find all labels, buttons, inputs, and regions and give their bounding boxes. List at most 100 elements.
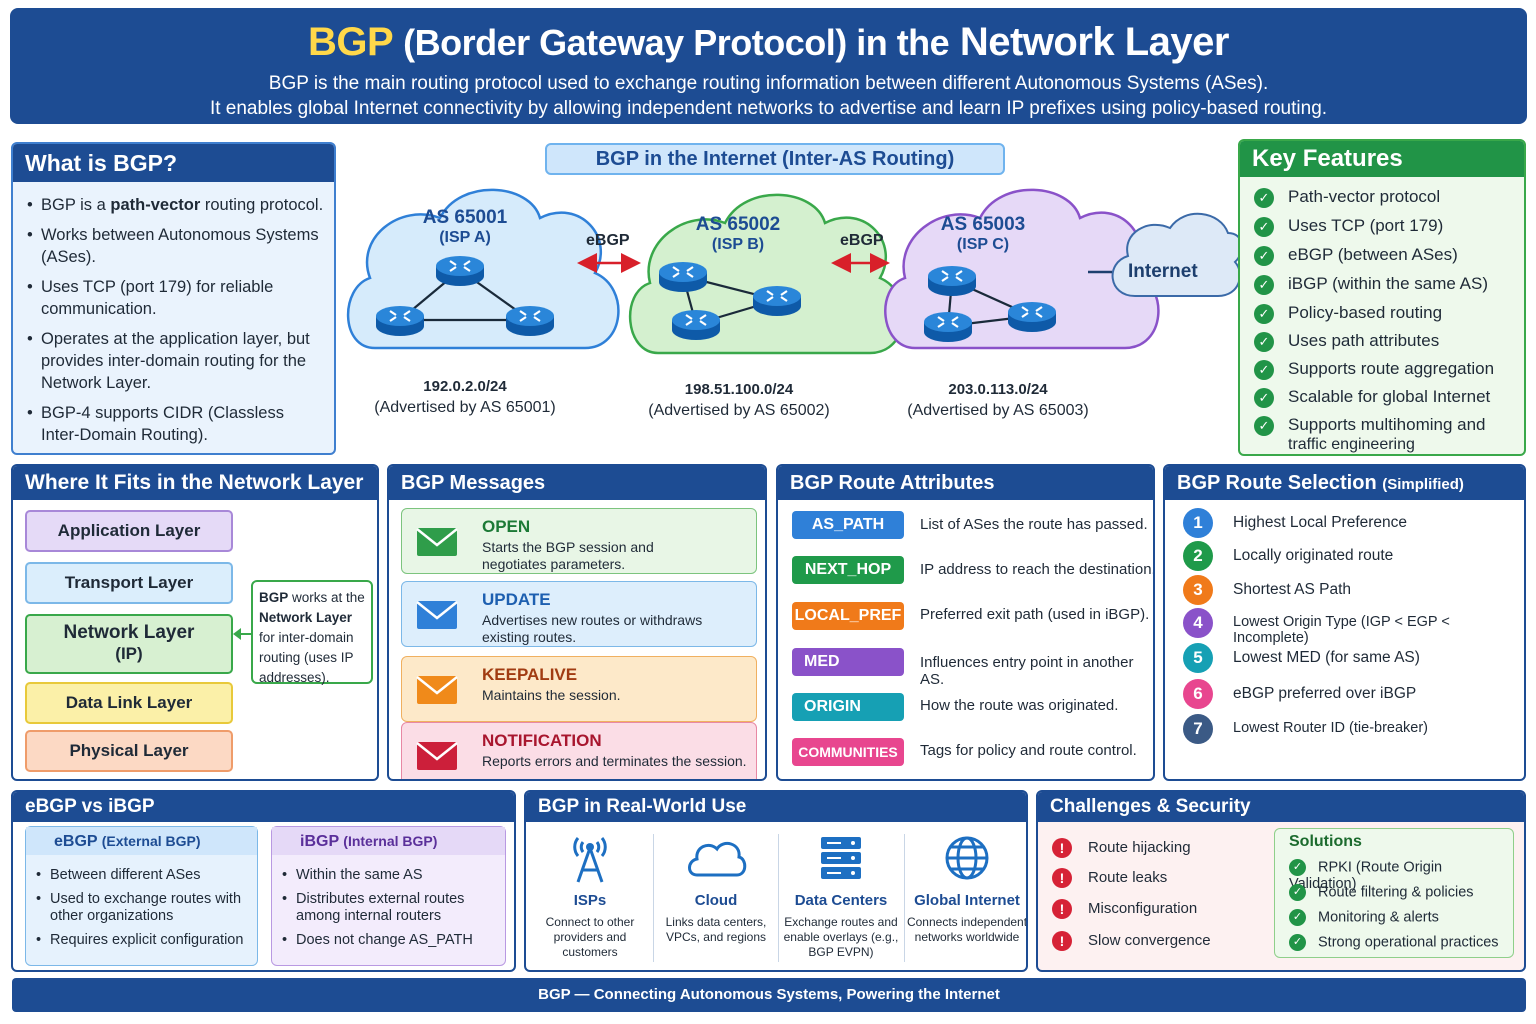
- what-is-item: BGP-4 supports CIDR (Classless Inter-Dom…: [27, 402, 324, 446]
- realworld-title: BGP in Real-World Use: [526, 792, 1026, 822]
- step-number: 7: [1183, 714, 1213, 744]
- step-number: 3: [1183, 575, 1213, 605]
- step-number: 6: [1183, 679, 1213, 709]
- solution-item: ✓Route filtering & policies: [1289, 884, 1474, 901]
- antenna-icon: [573, 837, 607, 883]
- key-features-panel: Key Features ✓Path-vector protocol ✓Uses…: [1238, 139, 1526, 456]
- key-features-title: Key Features: [1240, 141, 1524, 177]
- attr-med: MED: [792, 648, 904, 676]
- arrow-to-network-layer: [235, 633, 253, 635]
- step-text: Locally originated route: [1233, 547, 1394, 564]
- what-is-item: BGP is a path-vector routing protocol.: [27, 194, 324, 216]
- feature-item: ✓Scalable for global Internet: [1254, 387, 1490, 408]
- ebgp-item: Between different ASes: [26, 867, 257, 884]
- realworld-isps: ISPs Connect to other providers and cust…: [528, 830, 652, 960]
- check-icon: ✓: [1254, 245, 1274, 266]
- check-icon: ✓: [1254, 331, 1274, 352]
- ibgp-box: iBGP (Internal BGP) Within the same AS D…: [271, 826, 506, 966]
- check-icon: ✓: [1254, 303, 1274, 324]
- page-title: BGP (Border Gateway Protocol) in the Net…: [10, 20, 1527, 65]
- msg-notification: NOTIFICATION Reports errors and terminat…: [401, 722, 757, 779]
- attr-med-desc: Influences entry point in another AS.: [920, 654, 1134, 688]
- step-text: Lowest Router ID (tie-breaker): [1233, 720, 1429, 736]
- solution-item: ✓RPKI (Route Origin Validation): [1289, 859, 1443, 892]
- warning-icon: !: [1052, 868, 1072, 888]
- realworld-cloud: Cloud Links data centers, VPCs, and regi…: [654, 830, 778, 945]
- header-banner: BGP (Border Gateway Protocol) in the Net…: [10, 8, 1527, 124]
- cloud-icon: [688, 841, 747, 877]
- check-icon: ✓: [1289, 909, 1306, 926]
- title-bgp: BGP: [308, 20, 393, 64]
- solution-item: ✓Strong operational practices: [1289, 934, 1499, 951]
- feature-item: ✓Uses path attributes: [1254, 331, 1439, 352]
- what-is-item: Works between Autonomous Systems (ASes).: [27, 224, 324, 268]
- attr-local-pref-desc: Preferred exit path (used in iBGP).: [920, 606, 1150, 623]
- challenge-item: Slow convergence: [1088, 932, 1211, 949]
- warning-icon: !: [1052, 838, 1072, 858]
- challenge-item: Misconfiguration: [1088, 900, 1198, 917]
- globe-icon: [945, 836, 989, 880]
- step-text: Lowest MED (for same AS): [1233, 649, 1420, 666]
- transport-layer: Transport Layer: [25, 562, 233, 604]
- envelope-icon: [416, 742, 458, 770]
- feature-item: ✓iBGP (within the same AS): [1254, 274, 1488, 295]
- check-icon: ✓: [1289, 859, 1306, 876]
- as-65002-label: AS 65002(ISP B): [695, 214, 781, 253]
- ibgp-item: Within the same AS: [272, 867, 505, 884]
- internet-label: Internet: [1128, 261, 1198, 282]
- attr-next-hop-desc: IP address to reach the destination.: [920, 561, 1155, 578]
- msg-keepalive: KEEPALIVE Maintains the session.: [401, 656, 757, 722]
- check-icon: ✓: [1254, 415, 1274, 436]
- feature-item: ✓Path-vector protocol: [1254, 187, 1440, 208]
- what-is-item: Operates at the application layer, but p…: [27, 328, 324, 394]
- check-icon: ✓: [1254, 387, 1274, 408]
- attr-origin: ORIGIN: [792, 693, 904, 721]
- check-icon: ✓: [1254, 274, 1274, 295]
- layers-title: Where It Fits in the Network Layer: [13, 466, 377, 500]
- step-number: 2: [1183, 541, 1213, 571]
- header-line-2: It enables global Internet connectivity …: [209, 98, 1328, 119]
- application-layer: Application Layer: [25, 510, 233, 552]
- attr-as-path-desc: List of ASes the route has passed.: [920, 516, 1148, 533]
- attributes-panel: BGP Route Attributes AS_PATH List of ASe…: [776, 464, 1155, 781]
- as-65003-label: AS 65003(ISP C): [940, 214, 1026, 253]
- arrow-head: [233, 628, 241, 640]
- ebgp-link-label-2: eBGP: [840, 232, 884, 249]
- internet-cloud: [1111, 212, 1240, 297]
- bgp-layer-note: BGP works at the Network Layer for inter…: [251, 580, 373, 685]
- realworld-panel: BGP in Real-World Use ISPs Connect to ot…: [524, 790, 1028, 972]
- check-icon: ✓: [1254, 216, 1274, 237]
- challenges-panel: Challenges & Security ! Route hijacking …: [1036, 790, 1526, 972]
- step-text: eBGP preferred over iBGP: [1233, 685, 1417, 702]
- ebgp-box: eBGP (External BGP) Between different AS…: [25, 826, 258, 966]
- attr-origin-desc: How the route was originated.: [920, 697, 1119, 714]
- step-text: Shortest AS Path: [1233, 581, 1352, 598]
- msg-open: OPEN Starts the BGP session and negotiat…: [401, 508, 757, 574]
- as-topology-diagram: [346, 188, 1240, 355]
- solutions-box: Solutions ✓RPKI (Route Origin Validation…: [1274, 828, 1514, 958]
- ebgp-link-label-1: eBGP: [586, 232, 630, 249]
- challenges-title: Challenges & Security: [1038, 792, 1524, 822]
- layers-panel: Where It Fits in the Network Layer Appli…: [11, 464, 379, 781]
- route-selection-panel: BGP Route Selection (Simplified) 1 Highe…: [1163, 464, 1526, 781]
- as-65003-prefix: 203.0.113.0/24(Advertised by AS 65003): [907, 381, 1089, 419]
- route-selection-title: BGP Route Selection (Simplified): [1165, 466, 1524, 500]
- as-65002-prefix: 198.51.100.0/24(Advertised by AS 65002): [648, 381, 830, 419]
- ebgp-item: Used to exchange routes with other organ…: [26, 891, 257, 925]
- ibgp-item: Distributes external routes among intern…: [272, 891, 505, 925]
- feature-item: ✓Uses TCP (port 179): [1254, 216, 1443, 237]
- what-is-bgp-title: What is BGP?: [13, 144, 334, 182]
- ibgp-item: Does not change AS_PATH: [272, 932, 505, 949]
- title-mid: (Border Gateway Protocol) in the: [403, 22, 950, 63]
- footer-banner: BGP — Connecting Autonomous Systems, Pow…: [12, 978, 1526, 1012]
- step-number: 1: [1183, 508, 1213, 538]
- internet-diagram-title: BGP in the Internet (Inter-AS Routing): [545, 143, 1005, 175]
- step-text: Lowest Origin Type (IGP < EGP < Incomple…: [1233, 614, 1450, 646]
- check-icon: ✓: [1254, 359, 1274, 380]
- what-is-item: Uses TCP (port 179) for reliable communi…: [27, 276, 324, 320]
- header-line-1: BGP is the main routing protocol used to…: [268, 73, 1269, 94]
- as-65001-prefix: 192.0.2.0/24(Advertised by AS 65001): [374, 378, 556, 416]
- feature-item: ✓eBGP (between ASes): [1254, 245, 1458, 266]
- attr-as-path: AS_PATH: [792, 511, 904, 539]
- envelope-icon: [416, 676, 458, 704]
